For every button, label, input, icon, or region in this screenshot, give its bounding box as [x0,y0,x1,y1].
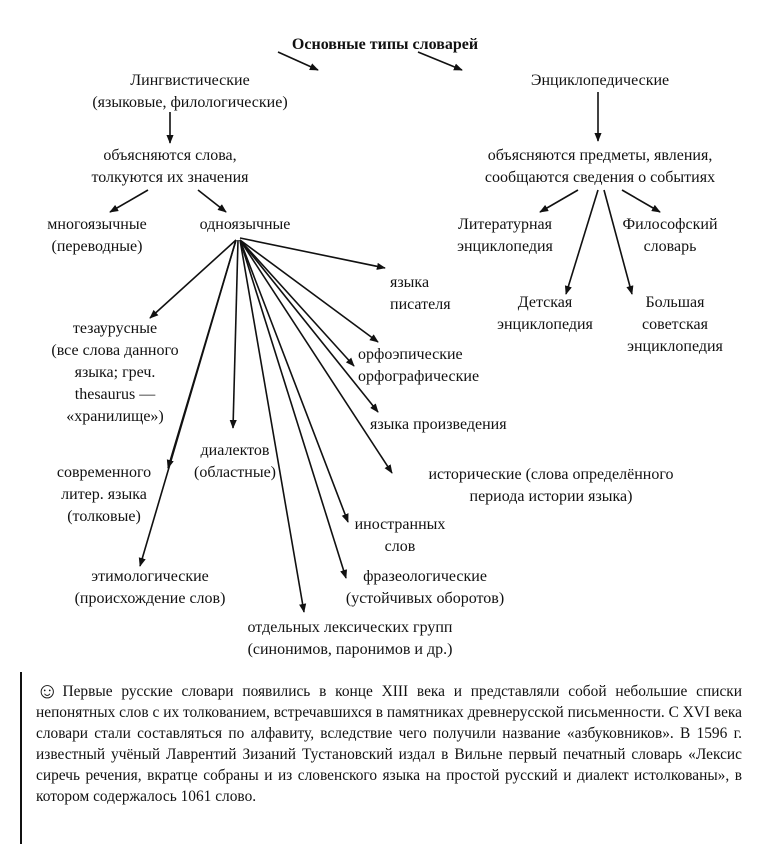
node-orthoepic: орфоэпические орфографические [358,346,480,385]
node-literary-encyclopedia: Литературная энциклопедия [457,216,553,255]
node-phraseological: фразеологические (устойчивых оборотов) [345,568,505,607]
arrow-mono-to-orthoepic-2 [239,239,355,367]
arrow-objects-to-children [564,189,599,295]
arrow-mono-to-lexical [239,239,307,613]
node-soviet-encyclopedia: Большая советская энциклопедия [627,294,723,355]
node-writer-language: языка писателя [390,274,451,313]
node-thesaurus: тезаурусные (все слова данного языка; гр… [51,320,179,425]
arrow-words-to-multilingual [109,189,149,213]
arrow-title-to-encyclopedic [417,51,463,71]
node-children-encyclopedia: Детская энциклопедия [497,294,593,333]
node-work-language: языка произведения [370,416,507,433]
arrow-mono-to-dialects [229,239,239,429]
arrow-objects-to-literary [539,189,579,213]
node-lexical-groups: отдельных лексических групп (синонимов, … [247,619,453,658]
arrow-mono-to-thesaurus [149,239,237,319]
node-multilingual: многоязычные (переводные) [47,216,147,255]
smiley-icon: ☺ [36,678,59,703]
arrow-mono-to-orthoepic [239,239,379,343]
node-modern-literary: современного литер. языка (толковые) [56,464,152,525]
node-words-explained: объясняются слова, толкуются их значения [91,147,249,186]
arrow-mono-to-historical [239,239,393,474]
node-encyclopedic: Энциклопедические [530,72,670,89]
arrow-mono-to-foreign [239,239,349,523]
arrow-mono-to-work [239,239,379,413]
node-dialects: диалектов (областные) [194,442,276,481]
arrow-mono-to-phraseological [239,239,348,579]
arrow-words-to-monolingual [197,189,227,213]
diagram-title: Основные типы словарей [291,36,479,53]
arrow-title-to-linguistic [277,51,319,71]
arrow-mono-to-writer [239,237,386,270]
node-objects-explained: объясняются предметы, явления, сообщаютс… [484,147,716,186]
node-historical: исторические (слова определённого период… [428,466,674,505]
node-etymological: этимологические (происхождение слов) [74,568,226,607]
node-monolingual: одноязычные [199,216,291,233]
node-foreign-words: иностранных слов [354,516,446,555]
node-philosophical-dictionary: Философский словарь [622,216,718,255]
history-note-text: Первые русские словари появились в конце… [36,683,742,805]
arrow-objects-to-soviet [603,189,634,295]
arrow-mono-to-etymological [138,239,237,567]
arrow-objects-to-philosophical [621,189,661,213]
history-note: ☺Первые русские словари появились в конц… [20,672,742,844]
node-linguistic: Лингвистические (языковые, филологически… [92,72,288,111]
